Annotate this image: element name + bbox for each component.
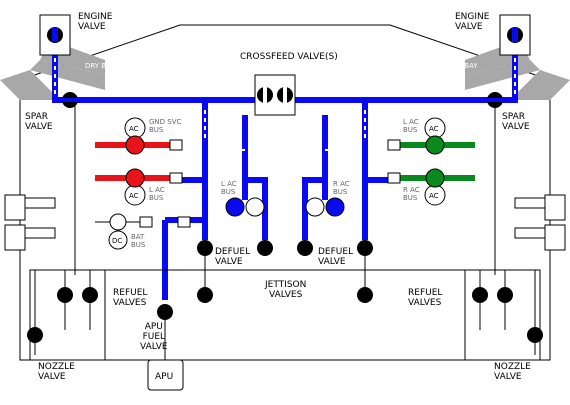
r-ac-bus-mid-label: R AC BUS (333, 180, 350, 196)
apu-fuel-valve-label: APU FUEL VALVE (140, 322, 168, 352)
r-ac-bus-right-label: R AC BUS (403, 186, 420, 202)
nozzle-left-label: NOZZLE VALVE (38, 362, 75, 382)
dc-label: DC (112, 237, 123, 245)
l-ac-bus-mid-label: L AC BUS (221, 180, 237, 196)
crossfeed-label: CROSSFEED VALVE(S) (240, 52, 338, 62)
ac-label-2: AC (129, 192, 139, 200)
ac-label-4: AC (429, 192, 439, 200)
refuel-valves-right-icon[interactable] (472, 287, 513, 303)
ac-label-1: AC (129, 125, 139, 133)
apu-box (147, 359, 184, 391)
l-ac-bus-left-label: L AC BUS (149, 186, 165, 202)
gnd-svc-bus-label: GND SVC BUS (149, 118, 182, 134)
spar-valve-right-icon[interactable] (487, 92, 503, 108)
refuel-valves-left-icon[interactable] (57, 287, 98, 303)
engine-valve-left-label: ENGINE VALVE (78, 12, 113, 32)
pump-gnd-svc-icon[interactable] (95, 117, 183, 155)
apu-label: APU (155, 372, 174, 382)
dry-bay-left-label: DRY BAY (85, 62, 115, 70)
nozzle-right-label: NOZZLE VALVE (494, 362, 531, 382)
spar-valve-right-label: SPAR VALVE (502, 112, 530, 132)
defuel-valves-icon[interactable] (197, 240, 373, 256)
engine-valve-left-icon[interactable] (39, 14, 71, 56)
apu-fuel-valve-icon[interactable] (157, 304, 173, 320)
pump-l-ac-right-icon[interactable] (387, 117, 475, 155)
defuel-right-label: DEFUEL VALVE (318, 247, 354, 267)
pump-r-ac-right-icon[interactable] (387, 168, 475, 206)
ac-label-3: AC (429, 125, 439, 133)
defuel-left-label: DEFUEL VALVE (215, 247, 251, 267)
pump-l-ac-left-icon[interactable] (95, 168, 183, 206)
pump-center-right-icon[interactable] (305, 197, 345, 217)
side-structures (4, 194, 566, 251)
nozzle-valves-icon[interactable] (27, 327, 543, 343)
engine-valve-right-label: ENGINE VALVE (455, 12, 490, 32)
l-ac-bus-right-label: L AC BUS (403, 118, 419, 134)
dry-bay-right-label: DRY BAY (448, 62, 478, 70)
jettison-valves-icon[interactable] (197, 287, 373, 303)
spar-valve-left-icon[interactable] (62, 92, 78, 108)
refuel-right-label: REFUEL VALVES (408, 288, 443, 308)
refuel-left-label: REFUEL VALVES (113, 288, 148, 308)
jettison-label: JETTISON VALVES (265, 280, 307, 300)
pump-center-left-icon[interactable] (225, 197, 265, 217)
pump-dc-icon[interactable] (95, 213, 191, 250)
bat-bus-label: BAT BUS (131, 233, 146, 249)
spar-valve-left-label: SPAR VALVE (25, 112, 53, 132)
engine-valve-right-icon[interactable] (499, 14, 531, 56)
crossfeed-valves-icon[interactable] (254, 74, 296, 116)
fuel-lines-dashed (54, 50, 516, 151)
